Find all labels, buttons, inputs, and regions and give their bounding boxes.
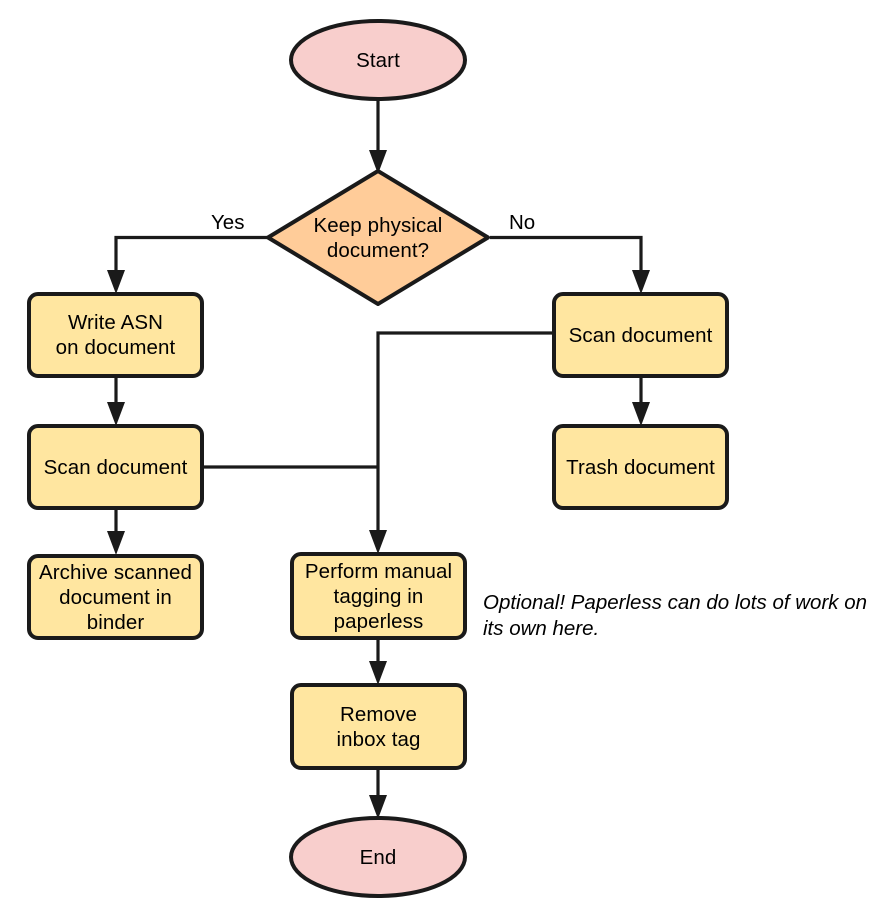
edge-decision-no-to-scan-right	[490, 235, 650, 294]
node-scan-document-left[interactable]	[27, 424, 204, 510]
edge-scan-right-to-tagging	[369, 331, 552, 554]
edge-remove-inbox-to-end	[369, 770, 387, 819]
node-end[interactable]	[289, 816, 467, 898]
node-perform-manual-tagging[interactable]	[290, 552, 467, 640]
node-remove-inbox-tag[interactable]	[290, 683, 467, 770]
node-archive-scanned-document[interactable]	[27, 554, 204, 640]
edge-decision-yes-to-write-asn	[107, 235, 267, 294]
edge-label-no: No	[509, 211, 536, 234]
edge-label-yes: Yes	[211, 211, 245, 234]
node-write-asn[interactable]	[27, 292, 204, 378]
node-trash-document[interactable]	[552, 424, 729, 510]
optional-note: Optional! Paperless can do lots of work …	[483, 591, 868, 640]
node-decision-keep-physical-document[interactable]	[266, 169, 490, 306]
edge-start-to-decision	[369, 100, 387, 174]
edge-tagging-to-remove-inbox	[369, 640, 387, 685]
edge-scan-left-to-archive	[107, 510, 125, 555]
node-scan-document-right[interactable]	[552, 292, 729, 378]
node-start[interactable]	[289, 19, 467, 101]
edge-scan-right-to-trash	[632, 378, 650, 426]
edge-write-asn-to-scan-left	[107, 378, 125, 426]
